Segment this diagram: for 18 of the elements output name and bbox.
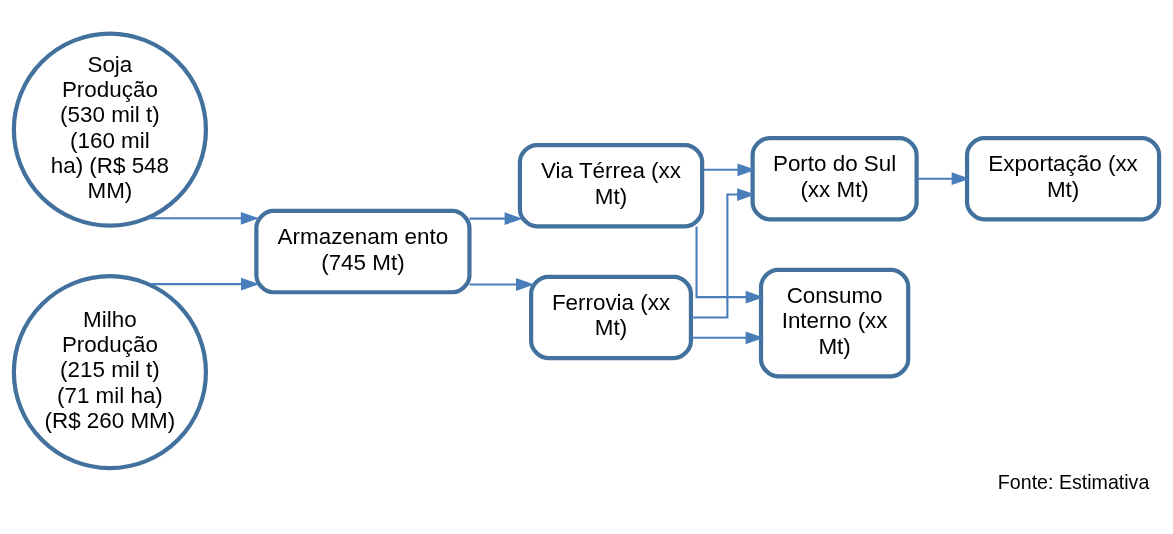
arrow [917,172,970,186]
caption: Fonte: Estimativa [997,471,1150,494]
node-box: Consumo Interno (xx Mt) [758,267,911,379]
arrow [691,188,756,319]
node-box: Ferrovia (xx Mt) [529,274,694,361]
node-box: Porto do Sul (xx Mt) [750,135,919,222]
arrow [147,211,260,225]
arrow [469,278,535,291]
arrow [148,277,260,291]
arrow [469,212,523,226]
node-circle: Milho Produção (215 mil t) (71 mil ha) (R$ 260 MM) [11,274,209,471]
node-box: Exportação (xx Mt) [964,135,1162,222]
node-box: Armazenam ento (745 Mt) [254,208,472,295]
node-circle: Soja Produção (530 mil t) (160 mil ha) (R$ 548 MM) [11,31,209,228]
arrow [695,226,764,304]
node-box: Via Térrea (xx Mt) [517,142,705,229]
arrow [702,163,756,177]
arrow [691,331,764,345]
